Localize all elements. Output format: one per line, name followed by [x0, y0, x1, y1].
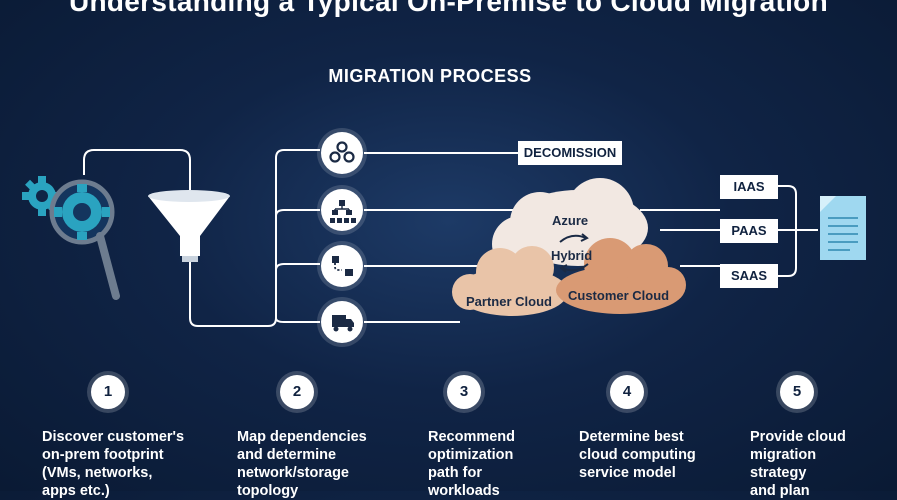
step-1-number: 1 [91, 375, 125, 409]
hybrid-label: Hybrid [551, 248, 593, 263]
transfer-truck-icon [332, 315, 354, 332]
decommission-tag: DECOMISSION [518, 141, 622, 165]
hierarchy-node [321, 189, 363, 231]
hierarchy-icon [330, 200, 356, 223]
step-1-text: Discover customer's on-prem footprint (V… [42, 429, 185, 499]
saas-tag: SAAS [720, 264, 778, 288]
step-2-text: Map dependencies and determine network/s… [237, 429, 367, 499]
route-icon [332, 256, 353, 276]
connector-discover-to-funnel [83, 149, 191, 190]
connector-tool-3 [275, 263, 320, 271]
azure-label: Azure [552, 213, 589, 228]
connector-tool-2 [275, 209, 320, 217]
step-2-number: 2 [280, 375, 314, 409]
connector-tool-4 [275, 317, 320, 323]
step-3-text: Recommend optimization path for workload… [428, 429, 516, 499]
subtitle: MIGRATION PROCESS [328, 66, 532, 86]
hybrid-arrows-icon [559, 233, 589, 273]
page-title: Understanding a Typical On-Premise to Cl… [68, 0, 828, 17]
step-4-number: 4 [610, 375, 644, 409]
cog-cluster-icon [329, 141, 355, 163]
cog-cluster-node [321, 132, 363, 174]
iaas-tag: IAAS [720, 175, 778, 199]
connector-services-to-doc [778, 185, 818, 277]
paas-tag: PAAS [720, 219, 778, 243]
customer-cloud-label: Customer Cloud [568, 288, 670, 303]
step-5-number: 5 [780, 375, 814, 409]
funnel-icon [148, 190, 230, 262]
cloud-group [452, 178, 686, 316]
step-3-number: 3 [447, 375, 481, 409]
connector-funnel-to-tools [189, 149, 320, 327]
magnifier-gear-icon [22, 176, 120, 300]
route-node [321, 245, 363, 287]
document-icon [820, 196, 866, 260]
step-5-text: Provide cloud migration strategy and pla… [750, 429, 846, 499]
customer-cloud [556, 238, 686, 314]
step-4-text: Determine best cloud computing service m… [579, 429, 696, 481]
transfer-node [321, 301, 363, 343]
partner-cloud-label: Partner Cloud [466, 294, 552, 309]
partner-cloud [452, 246, 568, 316]
azure-cloud [492, 178, 648, 272]
